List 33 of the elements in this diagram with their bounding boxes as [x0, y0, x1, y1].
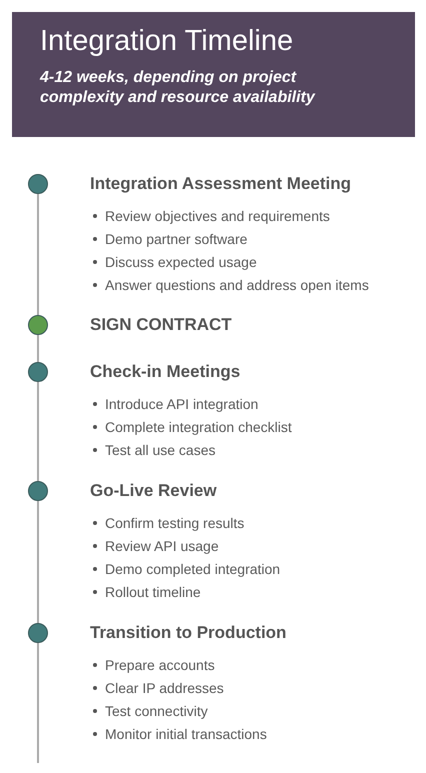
step-heading: Go-Live Review — [90, 480, 217, 502]
bullet-text: Test connectivity — [105, 702, 208, 720]
timeline-line — [37, 643, 39, 763]
timeline-marker-icon — [28, 315, 48, 335]
bullet-text: Introduce API integration — [105, 394, 258, 412]
subtitle: 4-12 weeks, depending on project complexity and resource availability — [40, 68, 316, 108]
timeline-line — [37, 335, 39, 362]
step-heading: SIGN CONTRACT — [90, 314, 232, 336]
bullet-text: Test all use cases — [105, 440, 216, 458]
timeline-line — [37, 501, 39, 623]
timeline-line — [37, 194, 39, 315]
step-heading: Check-in Meetings — [90, 361, 240, 383]
timeline-marker-icon — [28, 362, 48, 382]
bullet-text: Answer questions and address open items — [105, 276, 369, 294]
timeline-line — [37, 382, 39, 481]
bullet-text: Complete integration checklist — [105, 418, 292, 436]
bullet-text: Clear IP addresses — [105, 678, 224, 696]
step-heading: Transition to Production — [90, 622, 286, 644]
bullet-text: Monitor initial transactions — [105, 724, 267, 742]
header-band — [12, 12, 415, 137]
bullet-text: Prepare accounts — [105, 656, 215, 674]
timeline-marker-icon — [28, 174, 48, 194]
timeline-marker-icon — [28, 623, 48, 643]
title: Integration Timeline — [40, 24, 294, 59]
step-heading: Integration Assessment Meeting — [90, 173, 352, 195]
bullet-text: Discuss expected usage — [105, 252, 257, 270]
bullet-text: Confirm testing results — [105, 514, 244, 532]
bullet-text: Demo completed integration — [105, 560, 280, 578]
bullet-text: Demo partner software — [105, 230, 248, 248]
bullet-text: Review objectives and requirements — [105, 206, 330, 224]
bullet-text: Rollout timeline — [105, 582, 201, 600]
bullet-text: Review API usage — [105, 536, 219, 554]
timeline-marker-icon — [28, 481, 48, 501]
